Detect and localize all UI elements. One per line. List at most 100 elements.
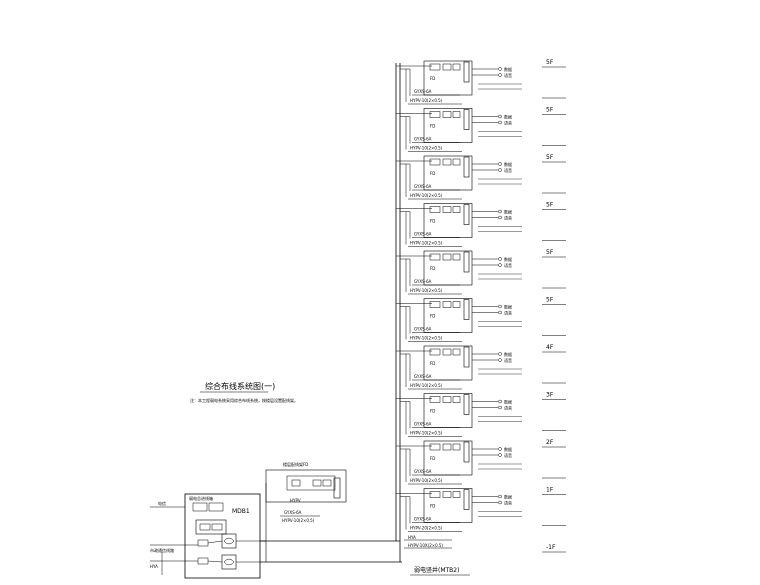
outlet-symbol [498,405,502,410]
cable-label: GYXS-6A [414,232,432,237]
floor-label: 5F [546,249,554,256]
outlet-symbol [498,168,502,172]
module-box [442,491,452,498]
patch-panel [463,109,470,130]
outlet-symbol [498,209,502,214]
diagram-note: 注：本工程弱电系统采用综合布线系统，按楼层设置配线架。 [190,397,298,403]
patch-panel [463,299,470,320]
cable-label: GYXS-6A [414,469,432,474]
diagram-title: 综合布线系统图(一) [205,381,275,391]
patch-panel [463,346,470,368]
middle-panel-sub: HYPV [290,498,301,503]
floor-label: 5F [546,107,554,114]
middle-panel-line1: GYXS-6A [284,510,302,515]
main-cabinet-sublabel: 弱电总进线箱 [189,495,213,501]
output-label-data: 数据 [504,399,512,405]
outlet-symbol [498,447,502,451]
module-box [429,158,441,166]
basement-row: -1F [542,544,566,553]
floor-label: 2F [546,439,554,446]
patch-panel [463,156,470,178]
incoming-label-top: 电信 [158,500,166,506]
cable-label: GYXS-6A [414,517,432,522]
main-cabinet: 弱电总进线箱 MDB1 [184,493,261,579]
module-box [452,491,461,498]
module-box [442,158,452,166]
box-label: FD [430,314,435,319]
outlet-symbol [498,358,502,362]
patch-panel [463,61,470,83]
module-box [452,111,461,118]
outlet-symbol [498,453,502,457]
output-label-data: 数据 [504,209,512,215]
outlet-symbol [498,500,502,505]
cable-label: GYXS-6A [414,89,432,94]
module-box [442,111,452,118]
incoming-label-mid: 市政通信线路 [150,547,174,553]
cable-tag: HYPV-10(2×0.5) [410,383,443,388]
module-box [429,348,441,356]
module-box [429,63,441,71]
middle-panel: 楼层配线架FD HYPV GYXS-6A HYPV-10(2×0.5) [260,461,347,562]
middle-panel-line2: HYPV-10(2×0.5) [282,518,315,523]
incoming-lines: 电信 市政通信线路 HYA [150,500,198,575]
output-label-voice: 语音 [504,405,512,411]
outlet-symbol [498,120,502,125]
floor-label: 4F [546,344,554,351]
module-box [442,443,452,451]
floor-label: 3F [546,392,554,399]
module-box [452,63,461,71]
cable-tag: HYPV-10(2×0.5) [410,288,443,293]
floor-branches: FDGYXS-6AHYPV-10(2×0.5)数据语音5FFDGYXS-6AHY… [396,59,566,532]
floor-label: 5F [546,297,554,304]
main-bus: HYA HYPV-10X(2×0.5) 弱电竖井(MTB2) [260,63,470,576]
cable-tag: HYPV-10(2×0.5) [410,98,443,103]
module-box [452,443,461,451]
outlet-symbol [498,73,502,77]
cable-tag: HYPV-20(2×0.5) [410,526,443,531]
floor-label: 5F [546,202,554,209]
box-label: FD [430,504,435,509]
box-label: FD [430,361,435,366]
outlet-symbol [498,494,502,499]
output-label-voice: 语音 [504,120,512,126]
cable-tag: HYPV-10(2×0.5) [410,146,443,151]
main-cabinet-label: MDB1 [232,508,250,515]
patch-panel [463,441,470,463]
output-label-voice: 语音 [504,215,512,221]
bus-caption: HYPV-10X(2×0.5) [408,543,443,548]
outlet-symbol [498,257,502,261]
cable-tag: HYPV-10(2×0.5) [410,478,443,483]
output-label-voice: 语音 [504,72,512,78]
outlet-symbol [498,304,502,309]
module-box [452,301,461,308]
module-box [429,206,441,213]
box-label: FD [430,124,435,129]
output-label-voice: 语音 [504,500,512,506]
patch-panel [463,394,470,415]
output-label-data: 数据 [504,446,512,452]
output-label-voice: 语音 [504,262,512,268]
outlet-symbol [498,263,502,267]
output-label-data: 数据 [504,114,512,120]
output-label-voice: 语音 [504,167,512,173]
floor-label: 1F [546,487,554,494]
output-label-data: 数据 [504,256,512,262]
module-box [429,301,441,308]
module-box [442,396,452,403]
module-box [442,301,452,308]
output-label-voice: 语音 [504,452,512,458]
outlet-symbol [498,162,502,166]
module-box [442,253,452,261]
bus-label: HYA [408,535,416,540]
patch-panel [463,204,470,225]
